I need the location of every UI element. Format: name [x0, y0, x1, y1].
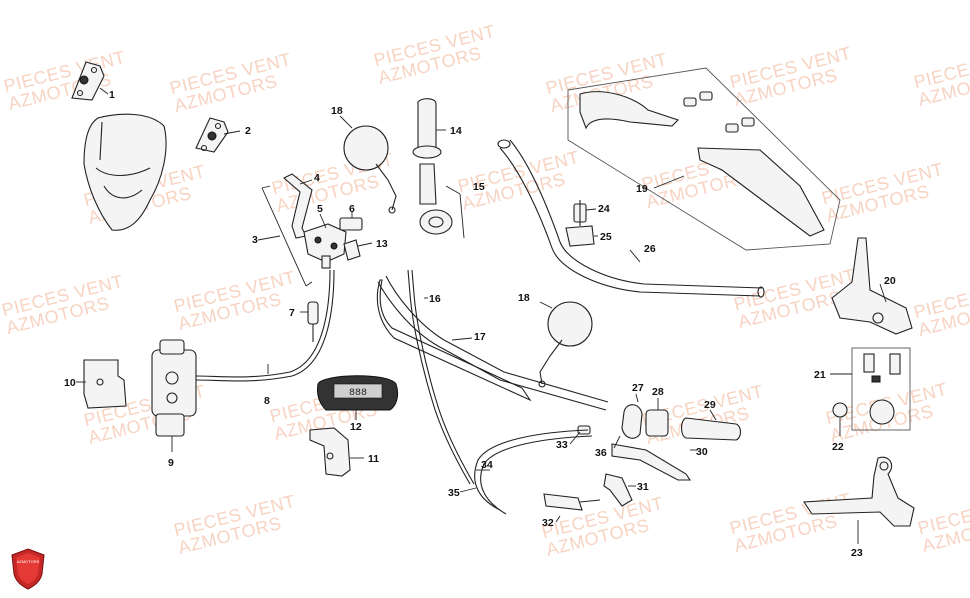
callout-4: 4 — [314, 172, 320, 184]
callout-15: 15 — [473, 181, 485, 193]
svg-text:AZMOTORS: AZMOTORS — [17, 559, 40, 564]
callout-23: 23 — [851, 547, 863, 559]
cable-and-crossbar — [376, 269, 532, 485]
callout-32: 32 — [542, 517, 554, 529]
handlebar-clamp-group — [565, 200, 598, 247]
part-7-switch — [300, 301, 319, 342]
callout-22: 22 — [832, 441, 844, 453]
callout-34: 34 — [481, 459, 493, 471]
mirror-right — [538, 301, 593, 388]
callout-14: 14 — [450, 125, 462, 137]
part-12-dashboard: 888 — [317, 375, 399, 420]
azmotors-logo: AZMOTORS — [11, 548, 45, 590]
sensor-group — [543, 425, 601, 523]
callout-17: 17 — [474, 331, 486, 343]
callout-6: 6 — [349, 203, 355, 215]
callout-5: 5 — [317, 203, 323, 215]
callout-25: 25 — [600, 231, 612, 243]
brake-lever-group — [603, 435, 698, 507]
callout-24: 24 — [598, 203, 610, 215]
clutch-lever-group — [257, 173, 313, 287]
mirror-left — [339, 115, 397, 214]
callout-31: 31 — [637, 481, 649, 493]
lever-holder-group — [303, 212, 373, 269]
part-1-bracket — [71, 61, 109, 101]
part-21-ignition — [830, 347, 911, 436]
part-23-bracket — [803, 456, 915, 544]
callout-18-right: 18 — [518, 292, 530, 304]
callout-13: 13 — [376, 238, 388, 250]
part-20-bracket — [831, 237, 913, 335]
callout-27: 27 — [632, 382, 644, 394]
handlebar-lower — [377, 275, 609, 411]
callout-36: 36 — [595, 447, 607, 459]
callout-33: 33 — [556, 439, 568, 451]
headlight-cowl — [83, 113, 167, 231]
callout-28: 28 — [652, 386, 664, 398]
part-10-plate — [76, 359, 127, 409]
part-2-bracket — [195, 117, 241, 153]
part-9-master-cylinder — [151, 339, 197, 452]
callout-21: 21 — [814, 369, 826, 381]
callout-9: 9 — [168, 457, 174, 469]
callout-10: 10 — [64, 377, 76, 389]
callout-3: 3 — [252, 234, 258, 246]
callout-18-left: 18 — [331, 105, 343, 117]
dashboard-readout: 888 — [349, 388, 367, 399]
callout-7: 7 — [289, 307, 295, 319]
throttle-grip-group — [412, 98, 465, 239]
callout-30: 30 — [696, 446, 708, 458]
callout-8: 8 — [264, 395, 270, 407]
part-26-handlebar — [497, 139, 765, 298]
callout-26: 26 — [644, 243, 656, 255]
callout-11: 11 — [368, 453, 379, 465]
right-grip-group — [621, 393, 742, 441]
callout-29: 29 — [704, 399, 716, 411]
callout-19: 19 — [636, 183, 648, 195]
callout-1: 1 — [109, 89, 115, 101]
callout-20: 20 — [884, 275, 896, 287]
brake-cables — [459, 429, 593, 515]
part-19-handguards — [567, 67, 841, 251]
part-8-clutch-cable — [195, 269, 335, 382]
callout-16: 16 — [429, 293, 441, 305]
part-11-bracket — [309, 427, 364, 477]
callout-2: 2 — [245, 125, 251, 137]
callout-35: 35 — [448, 487, 460, 499]
callout-12: 12 — [350, 421, 362, 433]
